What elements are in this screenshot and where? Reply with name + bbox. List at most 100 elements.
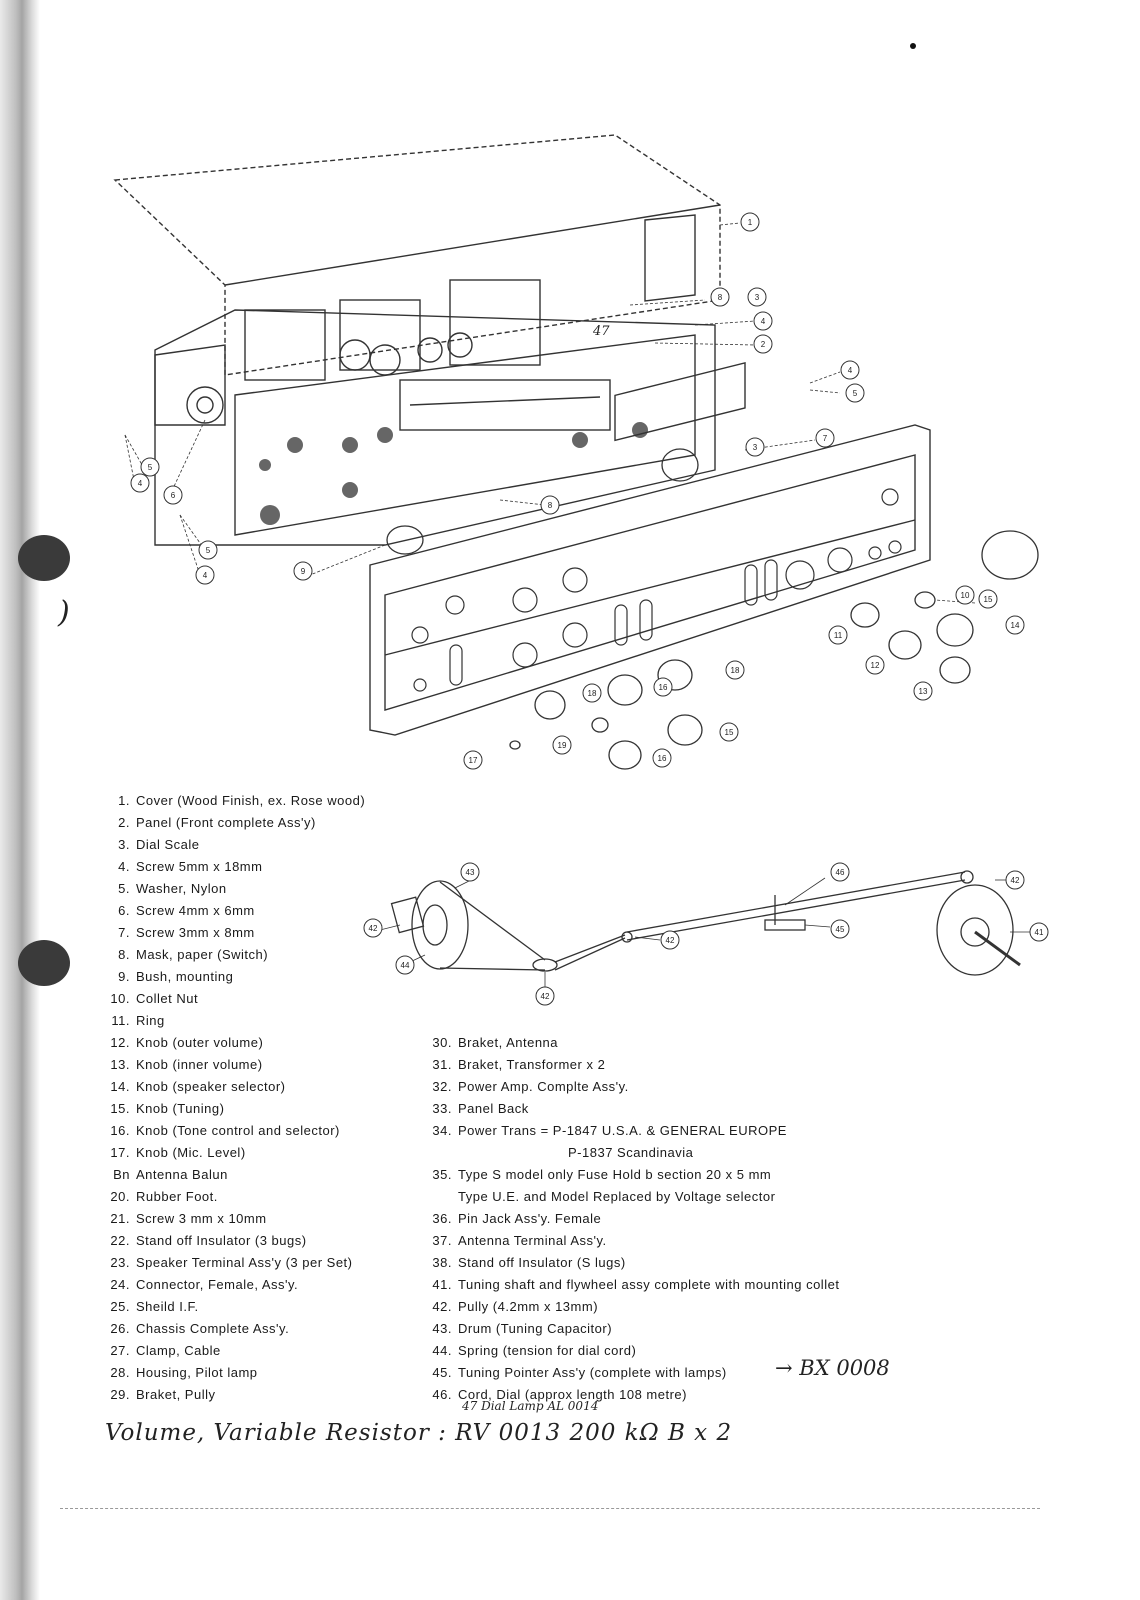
parts-list-row: 10.Collet Nut bbox=[110, 991, 199, 1006]
parts-list-row: 7.Screw 3mm x 8mm bbox=[118, 925, 255, 940]
pointer-part-code: → BX 0008 bbox=[775, 1356, 890, 1380]
parts-list-row: 45.Tuning Pointer Ass'y (complete with l… bbox=[432, 1365, 727, 1380]
parts-list-row: 8.Mask, paper (Switch) bbox=[118, 947, 269, 962]
callout-17: 17 bbox=[469, 756, 478, 765]
callout-5b: 5 bbox=[148, 463, 153, 472]
parts-list-row: 23.Speaker Terminal Ass'y (3 per Set) bbox=[110, 1255, 353, 1270]
callout-15b: 15 bbox=[725, 728, 734, 737]
parts-list-row: 22.Stand off Insulator (3 bugs) bbox=[110, 1233, 307, 1248]
callout-5: 5 bbox=[853, 389, 858, 398]
parts-list-row: 15.Knob (Tuning) bbox=[110, 1101, 225, 1116]
parts-list-row: 9.Bush, mounting bbox=[118, 969, 234, 984]
cover-part bbox=[113, 134, 721, 376]
callout-43: 43 bbox=[466, 868, 475, 877]
callout-16b: 16 bbox=[658, 754, 667, 763]
parts-list-row: 14.Knob (speaker selector) bbox=[110, 1079, 286, 1094]
parts-list-row: 26.Chassis Complete Ass'y. bbox=[110, 1321, 290, 1336]
parts-list-right: 30.Braket, Antenna 31.Braket, Transforme… bbox=[430, 1032, 839, 1406]
parts-list-row: 20.Rubber Foot. bbox=[110, 1189, 218, 1204]
callout-4b: 4 bbox=[848, 366, 853, 375]
parts-list-row: 33.Panel Back bbox=[432, 1101, 529, 1116]
parts-list-row: 27.Clamp, Cable bbox=[110, 1343, 221, 1358]
callout-47: 47 bbox=[592, 324, 610, 339]
parts-list-row: 29.Braket, Pully bbox=[110, 1387, 216, 1402]
parts-list-row: 3.Dial Scale bbox=[118, 837, 200, 852]
parts-list-row: 37.Antenna Terminal Ass'y. bbox=[432, 1233, 607, 1248]
callout-8b: 8 bbox=[548, 501, 553, 510]
callout-44: 44 bbox=[401, 961, 410, 970]
parts-list-row: 30.Braket, Antenna bbox=[432, 1035, 559, 1050]
callout-42: 42 bbox=[369, 924, 378, 933]
callout-6: 6 bbox=[171, 491, 176, 500]
parts-list-row: 46.Cord, Dial (approx length 108 metre) bbox=[432, 1387, 687, 1402]
callout-4d: 4 bbox=[203, 571, 208, 580]
callout-7: 7 bbox=[823, 434, 828, 443]
parts-list-row: 32.Power Amp. Complte Ass'y. bbox=[432, 1079, 629, 1094]
callout-8: 8 bbox=[718, 293, 723, 302]
parts-list-row: P-1837 Scandinavia bbox=[568, 1145, 694, 1160]
parts-list-row: 34.Power Trans = P-1847 U.S.A. & GENERAL… bbox=[432, 1123, 787, 1138]
parts-list-row: 25.Sheild I.F. bbox=[110, 1299, 199, 1314]
callout-5c: 5 bbox=[206, 546, 211, 555]
callout-13: 13 bbox=[919, 687, 928, 696]
binding-shadow bbox=[0, 0, 40, 1600]
exploded-view-diagram: 1 8 3 4 2 4 5 7 5 4 6 5 4 9 8 3 10 15 11… bbox=[113, 134, 1039, 770]
callout-11: 11 bbox=[834, 631, 843, 640]
chassis-part bbox=[154, 279, 716, 546]
volume-resistor-note: Volume, Variable Resistor : RV 0013 200 … bbox=[105, 1420, 733, 1446]
callout-4: 4 bbox=[761, 317, 766, 326]
margin-bracket: ) bbox=[58, 595, 70, 630]
callout-42b: 42 bbox=[541, 992, 550, 1001]
parts-list-row: 31.Braket, Transformer x 2 bbox=[432, 1057, 606, 1072]
parts-list-row: 17.Knob (Mic. Level) bbox=[110, 1145, 246, 1160]
parts-list-row: 24.Connector, Female, Ass'y. bbox=[110, 1277, 299, 1292]
callout-3b: 3 bbox=[753, 443, 758, 452]
callout-3: 3 bbox=[755, 293, 760, 302]
scan-artifact-line bbox=[60, 1508, 1040, 1509]
dial-cord-diagram: 43 42 44 42 42 46 45 42 41 bbox=[363, 862, 1049, 1006]
parts-list-row: 36.Pin Jack Ass'y. Female bbox=[432, 1211, 602, 1226]
parts-list-row: 44.Spring (tension for dial cord) bbox=[432, 1343, 637, 1358]
punch-hole-bottom bbox=[18, 940, 70, 986]
parts-list-row: 21.Screw 3 mm x 10mm bbox=[110, 1211, 267, 1226]
callout-2: 2 bbox=[761, 340, 766, 349]
callout-45: 45 bbox=[836, 925, 845, 934]
parts-list-row: 35.Type S model only Fuse Hold b section… bbox=[432, 1167, 772, 1182]
callout-16: 16 bbox=[659, 683, 668, 692]
parts-list-row: 38.Stand off Insulator (S lugs) bbox=[432, 1255, 626, 1270]
parts-list-row: 43.Drum (Tuning Capacitor) bbox=[432, 1321, 613, 1336]
callout-14: 14 bbox=[1011, 621, 1020, 630]
parts-list-row: 13.Knob (inner volume) bbox=[110, 1057, 263, 1072]
callout-9: 9 bbox=[301, 567, 306, 576]
callout-12: 12 bbox=[871, 661, 880, 670]
dial-lamp-note: 47 Dial Lamp AL 0014 bbox=[462, 1399, 599, 1413]
punch-hole-top bbox=[18, 535, 70, 581]
front-panel-part bbox=[369, 362, 931, 736]
callout-42d: 42 bbox=[1011, 876, 1020, 885]
callout-10: 10 bbox=[961, 591, 970, 600]
callout-18: 18 bbox=[731, 666, 740, 675]
parts-list-row: 5.Washer, Nylon bbox=[118, 881, 227, 896]
parts-list-row: Type U.E. and Model Replaced by Voltage … bbox=[458, 1189, 776, 1204]
parts-list-row: 11.Ring bbox=[111, 1013, 165, 1028]
callout-15: 15 bbox=[984, 595, 993, 604]
parts-list-row: 1.Cover (Wood Finish, ex. Rose wood) bbox=[118, 793, 366, 808]
scan-speck bbox=[910, 43, 916, 49]
parts-list-row: 16.Knob (Tone control and selector) bbox=[110, 1123, 340, 1138]
parts-list-row: 4.Screw 5mm x 18mm bbox=[118, 859, 263, 874]
callout-19: 19 bbox=[558, 741, 567, 750]
callout-46: 46 bbox=[836, 868, 845, 877]
parts-list-row: 28.Housing, Pilot lamp bbox=[110, 1365, 258, 1380]
knob-parts bbox=[386, 448, 1039, 770]
callout-1: 1 bbox=[748, 218, 753, 227]
parts-list-row: 41.Tuning shaft and flywheel assy comple… bbox=[432, 1277, 840, 1292]
parts-list-left: 1.Cover (Wood Finish, ex. Rose wood) 2.P… bbox=[108, 790, 365, 1406]
callout-41: 41 bbox=[1035, 928, 1044, 937]
parts-list-row: 12.Knob (outer volume) bbox=[110, 1035, 264, 1050]
parts-list-row: 6.Screw 4mm x 6mm bbox=[118, 903, 255, 918]
callout-42c: 42 bbox=[666, 936, 675, 945]
parts-list-row: 42.Pully (4.2mm x 13mm) bbox=[432, 1299, 599, 1314]
parts-list-row: 2.Panel (Front complete Ass'y) bbox=[118, 815, 316, 830]
callout-4c: 4 bbox=[138, 479, 143, 488]
